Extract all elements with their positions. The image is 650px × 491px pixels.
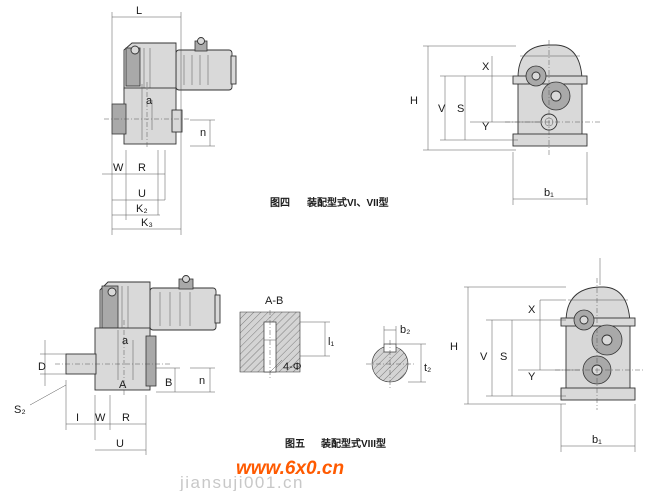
fig5-caption-number: 图五 <box>285 438 305 450</box>
fig5-dim-S: S <box>500 351 507 363</box>
fig4-dim-a: a <box>146 95 153 107</box>
fig5-dim-B: B <box>165 377 172 389</box>
fig4-dim-b1: b₁ <box>544 187 554 199</box>
fig5-front-labels: H V S X Y b₁ <box>450 304 602 446</box>
fig5-dim-Y: Y <box>528 371 536 383</box>
fig5-dim-b1: b₁ <box>592 434 602 446</box>
fig4-dim-X: X <box>482 61 490 73</box>
fig5-dim-n: n <box>199 375 205 387</box>
fig5-side-view <box>29 275 221 455</box>
fig4-front-labels: H V S X Y b₁ <box>410 61 554 199</box>
fig4-dim-W: W <box>113 162 124 174</box>
fig4-side-labels: L a n W R U K₂ K₃ <box>113 5 206 229</box>
fig4-dim-K3: K₃ <box>141 217 153 229</box>
fig5-dim-H: H <box>450 341 458 353</box>
fig5-side-labels: D a A B n S₂ I W R U <box>14 335 205 450</box>
fig4-dim-L: L <box>136 5 142 17</box>
fig5-dim-W: W <box>95 412 106 424</box>
fig5-dim-R: R <box>122 412 130 424</box>
fig4-dim-H: H <box>410 95 418 107</box>
watermark-sub: jiansuji001.cn <box>179 473 304 491</box>
fig4-caption-text: 装配型式VI、VII型 <box>306 196 389 209</box>
fig4-dim-Y: Y <box>482 121 490 133</box>
fig4-caption-number: 图四 <box>270 197 290 209</box>
fig5-dim-D: D <box>38 361 46 373</box>
fig5-dim-b2: b₂ <box>400 324 410 336</box>
fig4-dim-R: R <box>138 162 146 174</box>
fig4-dim-K2: K₂ <box>136 203 148 215</box>
fig5-front-view <box>464 258 645 452</box>
fig5-dim-l1: l₁ <box>328 336 334 348</box>
fig4-front-view <box>423 40 600 205</box>
fig5-dim-A: A <box>119 379 127 391</box>
fig5-section-labels: A-B l₁ 4-Φ <box>265 295 334 373</box>
fig5-dim-t2: t₂ <box>424 362 431 374</box>
fig5-dim-V: V <box>480 351 488 363</box>
fig5-section-view <box>239 310 330 378</box>
fig4-dim-n: n <box>200 127 206 139</box>
fig5-shaft-labels: b₂ t₂ <box>400 324 431 374</box>
fig5-output-shaft <box>65 353 97 375</box>
fig5-dim-I: I <box>76 412 79 424</box>
fig5-caption-text: 装配型式VIII型 <box>320 437 386 450</box>
fig5-dim-a: a <box>122 335 129 347</box>
fig4-dim-U: U <box>138 188 146 200</box>
fig5-dim-S2: S₂ <box>14 404 26 416</box>
fig5-gear-housing-bottom <box>94 327 151 391</box>
fig4-side-view <box>102 12 237 235</box>
fig5-section-title: A-B <box>265 295 283 307</box>
fig4-motor <box>175 49 233 91</box>
fig4-dim-S: S <box>457 103 464 115</box>
watermark-brand: www.6x0.cn <box>236 458 344 479</box>
fig4-dim-V: V <box>438 103 446 115</box>
fig5-dim-X: X <box>528 304 536 316</box>
fig5-shaft-section <box>366 326 426 388</box>
fig5-dim-hole: 4-Φ <box>283 361 302 373</box>
fig5-dim-U: U <box>116 438 124 450</box>
